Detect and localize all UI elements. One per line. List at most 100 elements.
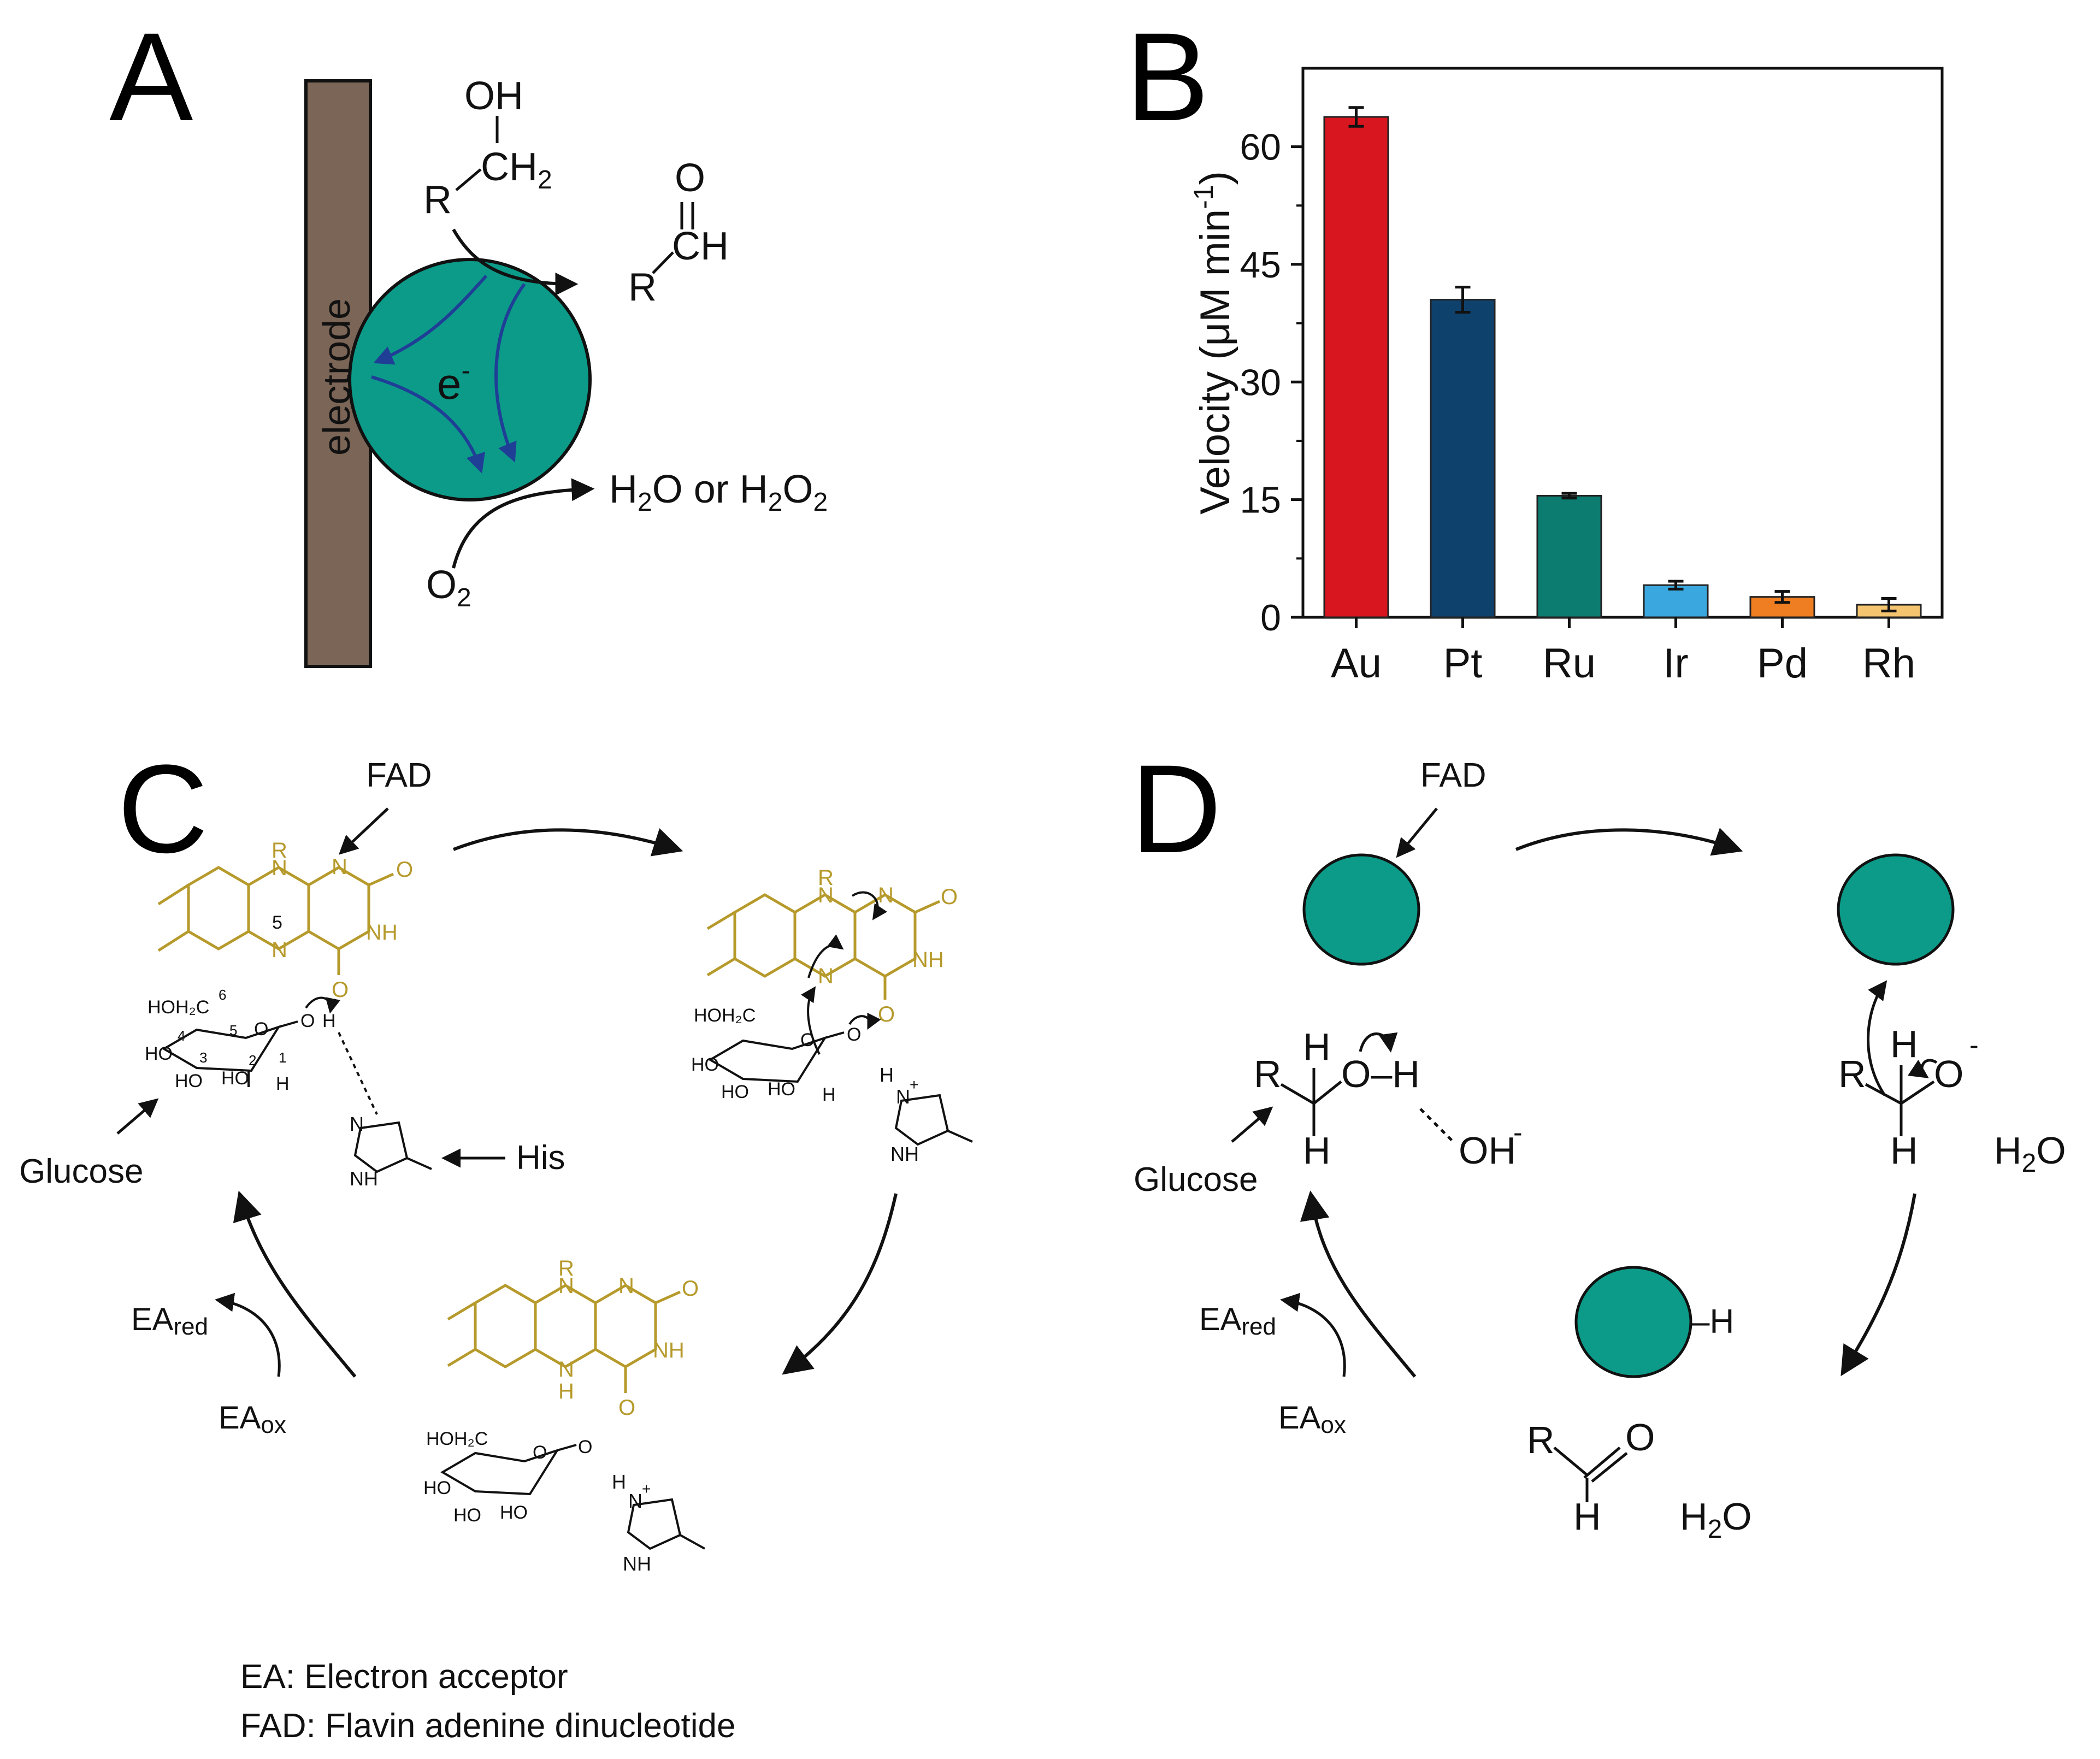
x-tick-label: Ru <box>1543 640 1596 687</box>
flavin-oxidized-labels: R N N O NH N O 5 <box>272 839 413 1002</box>
svg-text:O: O <box>800 1030 815 1050</box>
x-tick-label: Pt <box>1443 640 1483 687</box>
svg-text:N: N <box>350 1113 364 1135</box>
panel-a: A electrode e- OH CH2 R O CH R O2 H2O or… <box>109 7 828 668</box>
y-axis-label: Velocity (μM min-1) <box>1188 171 1238 515</box>
ea-red-label: EAred <box>131 1302 208 1340</box>
oxidation-arrow <box>452 228 579 296</box>
y-tick-label: 60 <box>1240 127 1281 168</box>
footnotes: EA: Electron acceptor FAD: Flavin adenin… <box>240 1658 735 1745</box>
histidine-labels: N NH <box>350 1113 378 1190</box>
ea-reduction-arrow-d <box>1280 1292 1346 1377</box>
svg-text:HO: HO <box>453 1505 481 1526</box>
water-label-d1: H2O <box>1994 1129 2066 1178</box>
glucose-pointer-arrow <box>116 1098 159 1135</box>
svg-text:6: 6 <box>219 987 226 1003</box>
svg-text:HO: HO <box>721 1082 749 1102</box>
svg-text:H: H <box>1890 1129 1918 1172</box>
svg-text:H: H <box>322 1011 336 1031</box>
svg-text:R: R <box>1254 1053 1282 1095</box>
panel-d-letter: D <box>1131 739 1222 879</box>
panel-a-letter: A <box>109 7 193 147</box>
svg-text:N: N <box>628 1490 642 1512</box>
plot-frame <box>1301 67 1944 619</box>
svg-text:N: N <box>618 1274 634 1298</box>
bar-au <box>1323 116 1389 618</box>
svg-text:N: N <box>818 883 834 907</box>
histidine-protonated-2 <box>627 1498 705 1550</box>
svg-text:1: 1 <box>279 1049 286 1066</box>
svg-text:O: O <box>1934 1053 1963 1095</box>
svg-text:NH: NH <box>366 920 398 945</box>
ea-red-label-d: EAred <box>1199 1302 1276 1340</box>
cycle-arrow-left <box>233 1190 357 1378</box>
substrate-oh: OH <box>464 74 523 118</box>
substrate-r: R <box>423 178 452 222</box>
svg-text:NH: NH <box>623 1553 651 1575</box>
flavin-transition <box>706 893 941 1000</box>
cycle-arrow-top-d <box>1515 828 1743 856</box>
flavin-reduced <box>447 1284 681 1393</box>
aldehyde-product-d: R O H <box>1527 1416 1655 1538</box>
aldehyde-product-d-bonds <box>1553 1447 1628 1502</box>
y-tick-label: 30 <box>1240 362 1281 403</box>
svg-text:N: N <box>896 1085 910 1108</box>
electron-flow-arrow <box>494 283 526 463</box>
glucose-deprotonated-labels: HOH₂C HO HO HO O O H <box>691 1005 861 1105</box>
svg-text:HOH₂C: HOH₂C <box>694 1005 756 1026</box>
np-hydride: –H <box>1691 1303 1734 1341</box>
oxygen-label: O2 <box>426 563 471 612</box>
svg-text:O: O <box>682 1277 699 1301</box>
glucose-structure <box>162 996 378 1115</box>
fad-label-d: FAD <box>1420 757 1486 794</box>
svg-text:H: H <box>1890 1023 1918 1065</box>
svg-text:NH: NH <box>912 948 944 972</box>
water-label-d2: H2O <box>1680 1495 1752 1544</box>
x-tick-label: Au <box>1331 640 1382 687</box>
svg-text:O: O <box>618 1396 635 1420</box>
substrate-ch2: CH2 <box>481 145 552 194</box>
svg-text:O: O <box>332 978 349 1002</box>
substrate-d-left-bonds <box>1280 1032 1454 1143</box>
electron-flow-arrow <box>371 375 485 474</box>
cycle-arrow-top <box>452 828 683 857</box>
svg-text:O: O <box>1625 1416 1655 1459</box>
svg-text:NH: NH <box>350 1167 378 1190</box>
cycle-arrow-right <box>782 1193 898 1375</box>
substrate-d-left: R H O–H H OH - <box>1254 1025 1523 1172</box>
histidine-protonated <box>894 1094 973 1146</box>
ea-ox-label-d: EAox <box>1278 1400 1346 1438</box>
panel-b-letter: B <box>1125 7 1209 147</box>
svg-text:NH: NH <box>653 1338 685 1362</box>
bar-pt <box>1430 299 1496 618</box>
svg-text:+: + <box>910 1076 918 1093</box>
electron-label: e- <box>437 355 470 408</box>
glucose-label-d: Glucose <box>1134 1161 1258 1199</box>
svg-text:HOH₂C: HOH₂C <box>426 1429 488 1449</box>
glucose-label: Glucose <box>19 1153 143 1190</box>
svg-text:H: H <box>1303 1129 1331 1172</box>
substrate-d-right-bonds <box>1865 980 1938 1136</box>
fad-label: FAD <box>366 757 432 794</box>
fad-pointer-arrow-d <box>1396 807 1438 858</box>
cycle-arrow-right-d <box>1841 1193 1916 1377</box>
svg-text:5: 5 <box>229 1022 237 1038</box>
x-tick-label: Ir <box>1663 640 1688 687</box>
svg-text:R: R <box>558 1256 574 1280</box>
svg-text:4: 4 <box>178 1028 185 1044</box>
svg-text:N: N <box>272 938 287 962</box>
svg-text:O: O <box>300 1011 315 1031</box>
his-label: His <box>516 1139 565 1177</box>
flavin-reduced-labels: R N N O NH N H O <box>558 1256 699 1420</box>
svg-text:O: O <box>847 1024 861 1045</box>
histidine-imidazole <box>353 1121 432 1173</box>
gluconolactone-labels: HOH₂C HO HO HO O O <box>423 1429 592 1526</box>
bond <box>455 168 482 191</box>
svg-text:R: R <box>1838 1053 1866 1095</box>
bar-ir <box>1643 584 1709 618</box>
svg-text:5: 5 <box>272 912 282 933</box>
panel-c-letter: C <box>117 739 208 879</box>
